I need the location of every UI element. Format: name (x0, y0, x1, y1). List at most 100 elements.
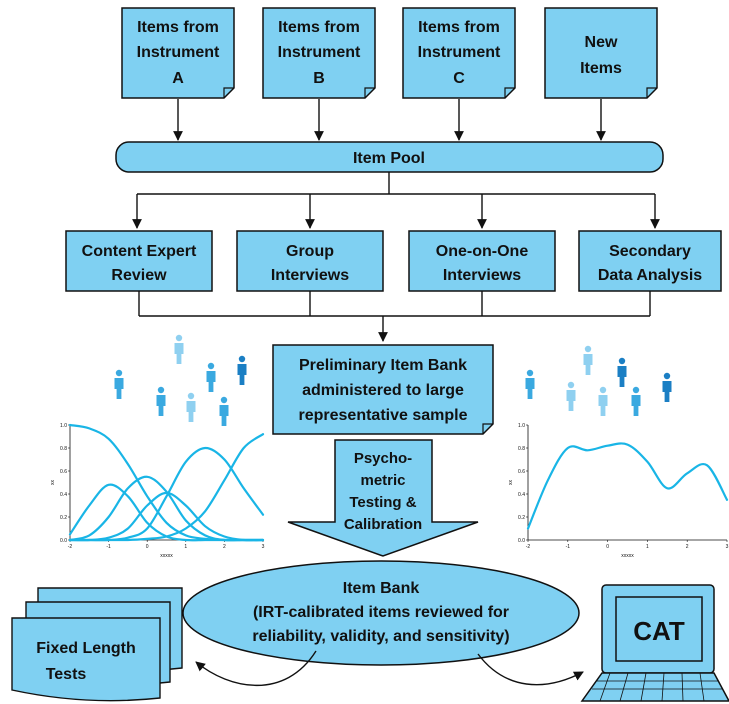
x-tick-label: 3 (726, 544, 729, 550)
psychometric-label-line4: Calibration (344, 516, 422, 533)
y-axis-label: xx (50, 480, 56, 486)
method-label-line1: Group (286, 243, 334, 260)
x-tick-label: 1 (184, 544, 187, 550)
source-label-line1: Items from (137, 19, 219, 36)
y-tick-label: 0.0 (518, 538, 525, 544)
arrow-to-fixed-length-tests (195, 650, 317, 686)
fixed-length-label-line1: Fixed Length (36, 640, 136, 657)
person-icon (598, 386, 608, 416)
preliminary-label-line3: representative sample (299, 407, 468, 424)
method-box-group-interviews: Group Interviews (236, 230, 384, 292)
person-icon (114, 369, 124, 399)
method-label-line1: Content Expert (82, 243, 197, 260)
y-tick-label: 0.2 (518, 515, 525, 521)
source-box-instrument-c: Items from Instrument C (402, 7, 516, 99)
source-label-line3: A (172, 70, 184, 87)
person-icon (631, 386, 641, 416)
series-curve (68, 491, 265, 542)
people-group-right (525, 345, 672, 416)
x-tick-label: 2 (223, 544, 226, 550)
person-icon (617, 357, 627, 387)
item-bank-title: Item Bank (343, 580, 420, 597)
method-box-content-expert-review: Content Expert Review (65, 230, 213, 292)
cat-label: CAT (633, 616, 685, 646)
source-label-line3: B (313, 70, 325, 87)
x-tick-label: 2 (686, 544, 689, 550)
method-label-line2: Interviews (443, 267, 521, 284)
method-label-line1: Secondary (609, 243, 691, 260)
methods-merge-connector (138, 291, 651, 342)
person-icon (583, 345, 593, 375)
x-tick-label: 0 (606, 544, 609, 550)
x-tick-label: -2 (68, 544, 73, 550)
person-icon (156, 386, 166, 416)
psychometric-label-line2: metric (360, 472, 405, 489)
method-box-one-on-one-interviews: One-on-One Interviews (408, 230, 556, 292)
series-curve (68, 475, 265, 542)
source-label-line1: Items from (278, 19, 360, 36)
y-tick-label: 0.6 (60, 469, 67, 475)
y-tick-label: 0.6 (518, 469, 525, 475)
y-tick-label: 1.0 (60, 423, 67, 429)
method-box-secondary-data-analysis: Secondary Data Analysis (578, 230, 722, 292)
x-tick-label: -2 (526, 544, 531, 550)
preliminary-label-line2: administered to large (302, 382, 464, 399)
y-tick-label: 0.4 (60, 492, 67, 498)
person-icon (662, 372, 672, 402)
item-pool-label: Item Pool (353, 150, 425, 167)
method-label-line2: Data Analysis (598, 267, 702, 284)
people-group-left (114, 334, 247, 426)
x-axis-label: xxxxx (621, 553, 634, 559)
source-label-line2: Items (580, 60, 622, 77)
x-axis-label: xxxxx (160, 553, 173, 559)
source-label-line1: New (585, 34, 618, 51)
y-tick-label: 0.8 (60, 446, 67, 452)
item-bank-description-line2: reliability, validity, and sensitivity) (252, 628, 509, 645)
x-tick-label: 1 (646, 544, 649, 550)
pool-branch-connector (132, 172, 660, 229)
source-box-instrument-b: Items from Instrument B (262, 7, 376, 99)
y-axis-label: xx (508, 480, 514, 486)
person-icon (566, 381, 576, 411)
y-tick-label: 0.8 (518, 446, 525, 452)
arrow-to-cat (477, 653, 584, 686)
x-tick-label: 3 (262, 544, 265, 550)
method-label-line1: One-on-One (436, 243, 529, 260)
psychometric-label-line3: Testing & (349, 494, 416, 511)
source-label-line1: Items from (418, 19, 500, 36)
y-tick-label: 0.2 (60, 515, 67, 521)
person-icon (219, 396, 229, 426)
source-label-line2: Instrument (137, 44, 220, 61)
person-icon (206, 362, 216, 392)
y-tick-label: 0.4 (518, 492, 525, 498)
item-pool-box: Item Pool (115, 141, 664, 173)
fixed-length-label-line2: Tests (46, 666, 87, 683)
method-label-line2: Interviews (271, 267, 349, 284)
item-bank-description-line1: (IRT-calibrated items reviewed for (253, 604, 509, 621)
series-curve (68, 433, 265, 542)
method-label-line2: Review (111, 267, 167, 284)
person-icon (186, 392, 196, 422)
psychometric-label-line1: Psycho- (354, 450, 412, 467)
person-icon (525, 369, 535, 399)
fixed-length-tests-stack: Fixed Length Tests (11, 587, 183, 702)
y-tick-label: 1.0 (518, 423, 525, 429)
x-tick-label: 0 (146, 544, 149, 550)
source-label-line2: Instrument (418, 44, 501, 61)
source-box-new-items: New Items (544, 7, 658, 99)
x-tick-label: -1 (106, 544, 111, 550)
item-bank-ellipse: Item Bank (IRT-calibrated items reviewed… (182, 560, 580, 666)
source-label-line2: Instrument (278, 44, 361, 61)
series-curve (68, 423, 265, 542)
y-tick-label: 0.0 (60, 538, 67, 544)
psychometric-arrow: Psycho- metric Testing & Calibration (287, 439, 479, 557)
source-arrows (173, 99, 606, 141)
person-icon (174, 334, 184, 364)
series-curve (526, 442, 729, 530)
cat-computer-icon: CAT (580, 584, 729, 702)
x-tick-label: -1 (566, 544, 571, 550)
preliminary-item-bank-box: Preliminary Item Bank administered to la… (272, 344, 494, 435)
